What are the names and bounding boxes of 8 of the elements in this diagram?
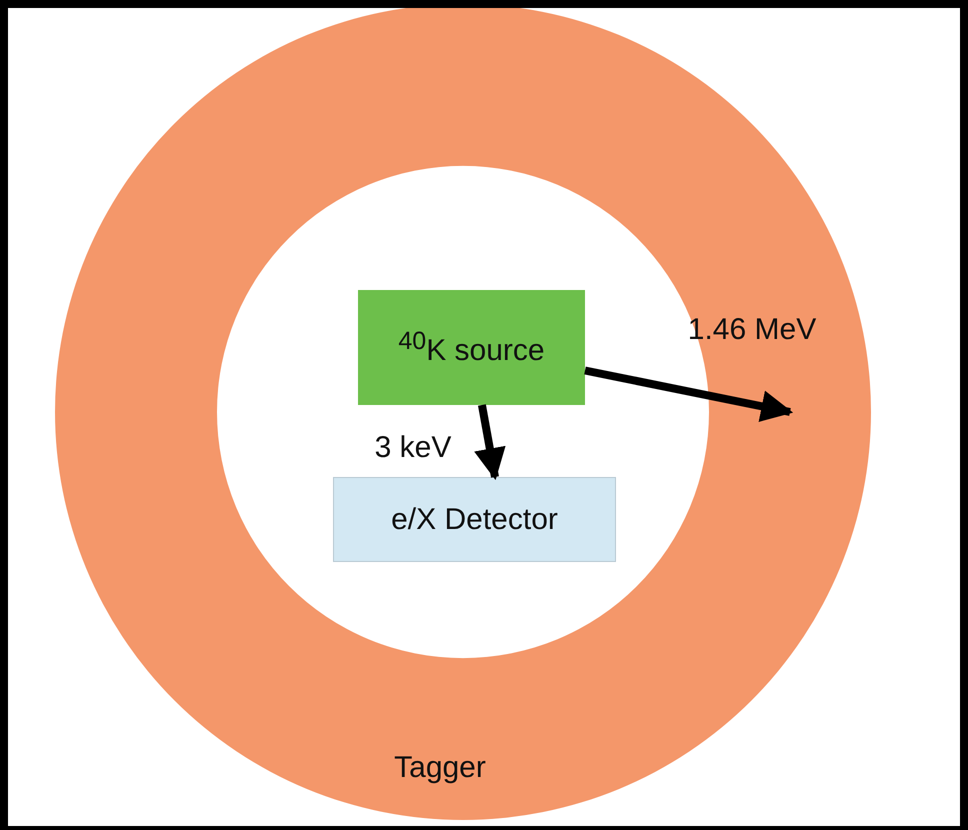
detector-box bbox=[333, 477, 616, 562]
node-label: $^{40}$K source bbox=[398, 327, 545, 368]
node-label: Tagger bbox=[394, 751, 486, 785]
source-box bbox=[358, 290, 585, 405]
node-label: e/X Detector bbox=[391, 502, 558, 536]
edge-label: 3 keV bbox=[374, 431, 452, 465]
arrow bbox=[474, 404, 506, 480]
arrow bbox=[584, 366, 794, 422]
